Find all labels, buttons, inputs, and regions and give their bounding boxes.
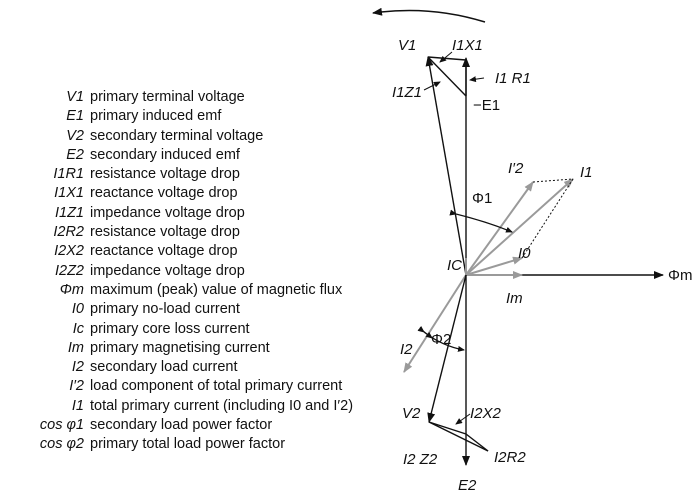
label-phi1: Φ1 [472,190,492,207]
i2z2-drop [428,421,489,452]
legend-row: Ic primary core loss current [0,320,400,339]
legend-description: resistance voltage drop [90,166,240,183]
legend-row: cos φ1 secondary load power factor [0,416,400,435]
legend-symbol: Ic [72,320,84,337]
legend-symbol: I2 [71,359,84,376]
legend-description: reactance voltage drop [90,185,238,202]
legend-description: primary no-load current [90,301,240,318]
legend-description: secondary induced emf [90,146,240,163]
label-i1z1: I1Z1 [392,84,422,101]
legend-symbol: I1 [71,397,84,414]
label-im: Im [506,290,523,307]
i2r2-drop [465,433,489,452]
label-ic: IC [447,257,462,274]
legend-description: primary magnetising current [90,339,270,356]
legend-row: I1R1 resistance voltage drop [0,165,400,184]
legend-description: secondary terminal voltage [90,127,264,144]
label-phim: Φm [668,267,692,284]
v2-phasor [427,274,467,423]
legend-row: Im primary magnetising current [0,339,400,358]
label-i2: I2 [400,341,413,358]
legend-description: primary terminal voltage [90,89,245,105]
label-i1: I1 [580,164,593,181]
legend-description: secondary load power factor [90,417,273,434]
label-i1r1: I1 R1 [495,70,531,87]
legend-symbol: Im [67,339,84,356]
legend-row: I2 secondary load current [0,358,400,377]
legend-symbol: cos φ2 [39,436,84,453]
legend-description: primary total load power factor [90,436,286,453]
legend-row: I1Z1 impedance voltage drop [0,204,400,223]
legend-symbol: E2 [66,146,84,163]
legend-row: I2X2 reactance voltage drop [0,242,400,261]
label-i0: I0 [518,245,531,262]
label-i2r2: I2R2 [494,449,526,466]
legend-description: primary core loss current [90,320,250,337]
phi1-arc [449,209,513,233]
legend-row: I2R2 resistance voltage drop [0,223,400,242]
legend-description: reactance voltage drop [90,243,238,260]
i0-phasor [465,256,523,276]
phi2-leader [421,329,433,339]
label-v1: V1 [398,37,416,54]
legend-row: Φm maximum (peak) value of magnetic flux [0,281,400,300]
label-i1x1: I1X1 [452,37,483,54]
i2x2-leader [455,413,471,425]
label-minus-e1: −E1 [473,97,500,114]
legend-description: impedance voltage drop [90,204,245,221]
legend-symbol: I2X2 [54,243,84,260]
i1-phasor [465,178,574,276]
legend-row: I1X1 reactance voltage drop [0,184,400,203]
i2x2-drop [428,421,467,435]
legend-symbol: V1 [66,89,84,105]
i2-prime-projection [532,178,574,183]
legend-symbol: I1Z1 [54,204,84,221]
legend-description: resistance voltage drop [90,224,240,241]
legend-description: impedance voltage drop [90,262,245,279]
label-e2: E2 [458,477,477,494]
legend-row: I2Z2 impedance voltage drop [0,262,400,281]
i1z1-drop [427,56,467,61]
label-v2: V2 [402,405,421,422]
i2-phasor [403,274,467,373]
legend-description: primary induced emf [90,108,222,125]
label-i2z2: I2 Z2 [403,451,438,468]
legend-symbol: I′2 [69,378,84,395]
i1x1-drop [427,56,467,97]
legend-row: I1 total primary current (including I0 an… [0,397,400,416]
legend-symbol: I0 [71,301,84,318]
legend-description: maximum (peak) value of magnetic flux [90,281,343,298]
legend-symbol: I2R2 [53,224,84,241]
legend-row: E1 primary induced emf [0,107,400,126]
legend-row: I′2 load component of total primary curr… [0,377,400,396]
label-phi2: Φ2 [431,331,451,348]
i1r1-leader [469,76,485,83]
legend-symbol: E1 [66,108,84,125]
legend-symbol: V2 [66,127,84,144]
legend-row: V1 primary terminal voltage [0,88,400,107]
legend-row: I0 primary no-load current [0,300,400,319]
symbol-legend: V1 primary terminal voltage E1 primary ind… [0,88,400,455]
legend-row: V2 secondary terminal voltage [0,127,400,146]
legend-row: cos φ2 primary total load power factor [0,435,400,454]
label-i2-prime: I′2 [508,160,524,177]
label-i2x2: I2X2 [470,405,502,422]
legend-symbol: I1X1 [54,185,84,202]
legend-description: secondary load current [90,359,238,376]
legend-description: total primary current (including I0 and … [90,397,354,414]
i1z1-leader [423,81,441,91]
v1-phasor [425,56,467,276]
legend-description: load component of total primary current [90,378,343,395]
rotation-arrow [372,7,486,23]
legend-row: E2 secondary induced emf [0,146,400,165]
legend-symbol: I2Z2 [54,262,84,279]
legend-symbol: I1R1 [53,166,84,183]
legend-symbol: Φm [59,281,84,298]
i1x1-leader [439,51,453,63]
legend-symbol: cos φ1 [39,417,84,434]
